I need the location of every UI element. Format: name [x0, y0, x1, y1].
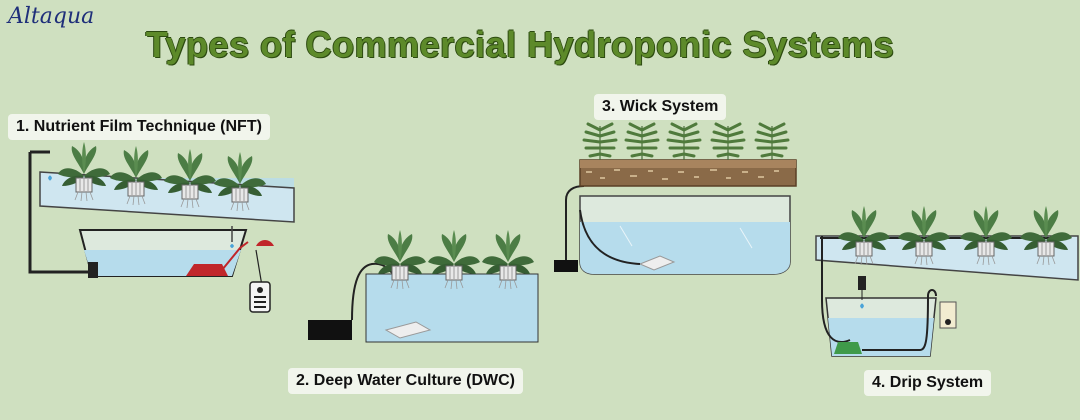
drip-system: [815, 205, 1079, 357]
nft-label: 1. Nutrient Film Technique (NFT): [8, 114, 270, 140]
nft-system: [28, 141, 295, 313]
wick-label: 3. Wick System: [594, 94, 727, 120]
brand-logo-text: Altaqua: [8, 4, 95, 29]
dwc-label: 2. Deep Water Culture (DWC): [288, 368, 523, 394]
page-title: Types of Commercial Hydroponic Systems: [145, 24, 895, 65]
drip-label: 4. Drip System: [864, 370, 992, 396]
dwc-system: [308, 229, 539, 343]
wick-system: [554, 122, 797, 275]
